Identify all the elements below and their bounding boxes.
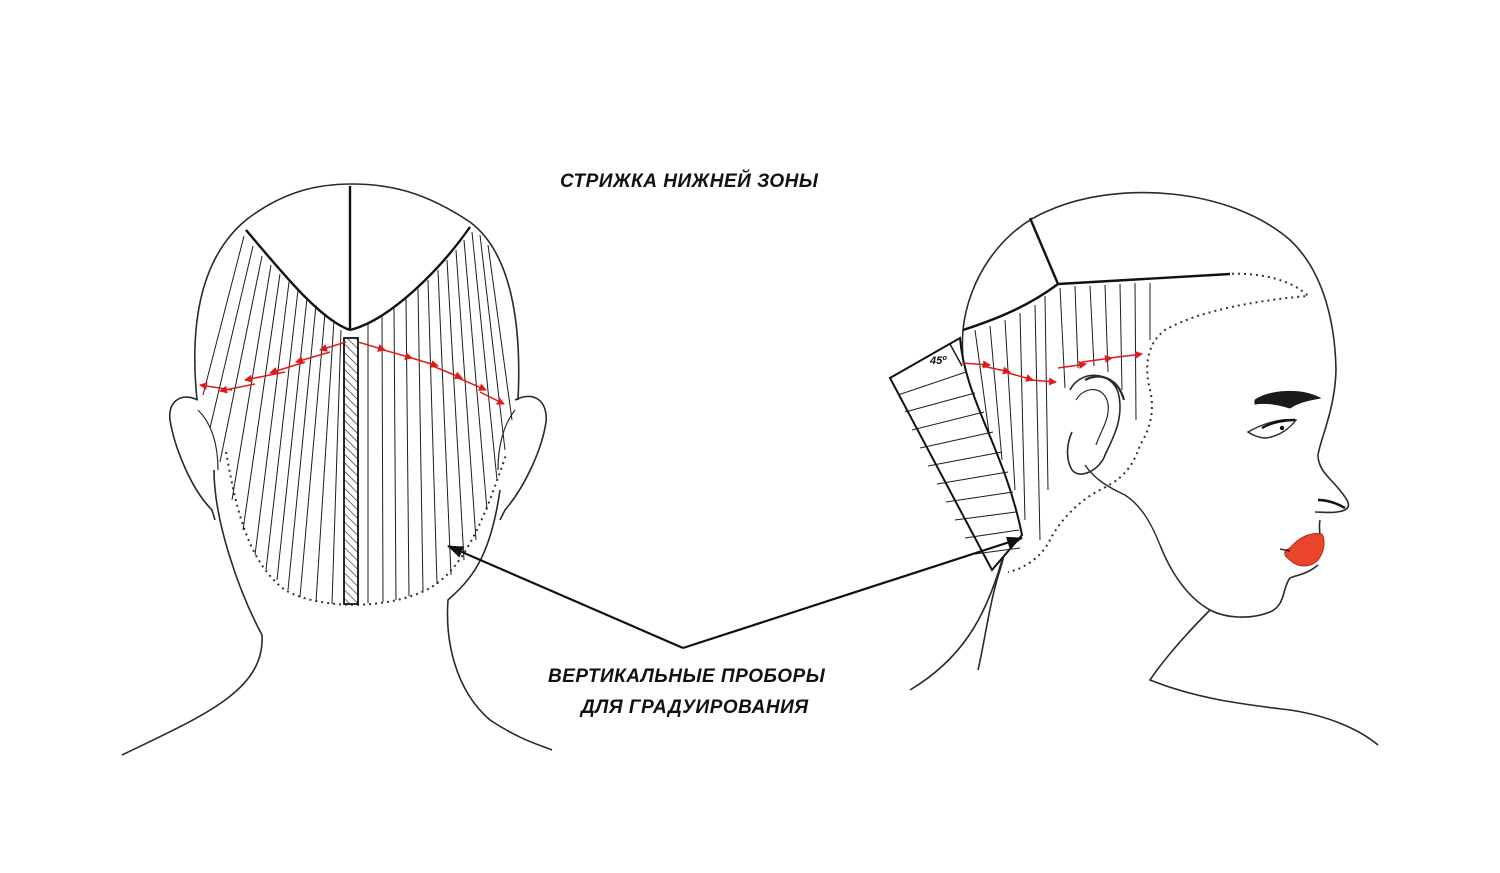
side-lips: [1284, 533, 1325, 567]
back-section-curve-right: [349, 226, 471, 332]
back-hairline-dotted: [225, 451, 507, 606]
side-red-arrows: [961, 350, 1143, 386]
side-nose: [1317, 498, 1346, 510]
side-view-head: 45º: [888, 191, 1379, 746]
side-section-line-2: [1057, 272, 1231, 286]
pointer-arrow-side: [682, 536, 1023, 650]
side-section-line-3: [962, 283, 1059, 332]
back-center-guide-strip: [343, 337, 359, 605]
side-elevated-section-lines: [897, 371, 1021, 555]
side-section-line-1: [1028, 217, 1060, 285]
back-left-ear: [169, 396, 216, 521]
back-neck-right: [446, 489, 553, 751]
caption-line-1: ВЕРТИКАЛЬНЫЕ ПРОБОРЫ: [548, 666, 826, 687]
side-elevated-section: [888, 336, 1024, 572]
back-red-arrows: [199, 341, 505, 405]
diagram-title: СТРИЖКА НИЖНЕЙ ЗОНЫ: [560, 171, 819, 192]
caption-line-2: ДЛЯ ГРАДУИРОВАНИЯ: [581, 697, 809, 718]
side-head-outline: [962, 191, 1337, 371]
back-vertical-partings-left: [202, 235, 342, 605]
back-neck-left: [121, 469, 263, 756]
angle-label: 45º: [929, 355, 947, 367]
side-face-profile: [1314, 369, 1350, 514]
side-face-lower: [1159, 519, 1321, 618]
side-hairline-dotted: [1007, 272, 1311, 573]
side-eyebrow: [1254, 390, 1322, 409]
side-neck-front: [1148, 609, 1379, 746]
back-section-curve-left: [245, 229, 351, 332]
caption-pointer-arrows: [447, 536, 1023, 650]
back-head-outline: [194, 183, 520, 401]
side-eye: [1246, 418, 1298, 439]
side-neck-back: [909, 559, 1003, 691]
side-vertical-partings: [974, 282, 1151, 541]
back-view-head: [121, 183, 553, 756]
back-vertical-partings-right: [367, 231, 513, 603]
pointer-arrow-back: [447, 544, 684, 650]
back-right-ear: [499, 395, 547, 521]
